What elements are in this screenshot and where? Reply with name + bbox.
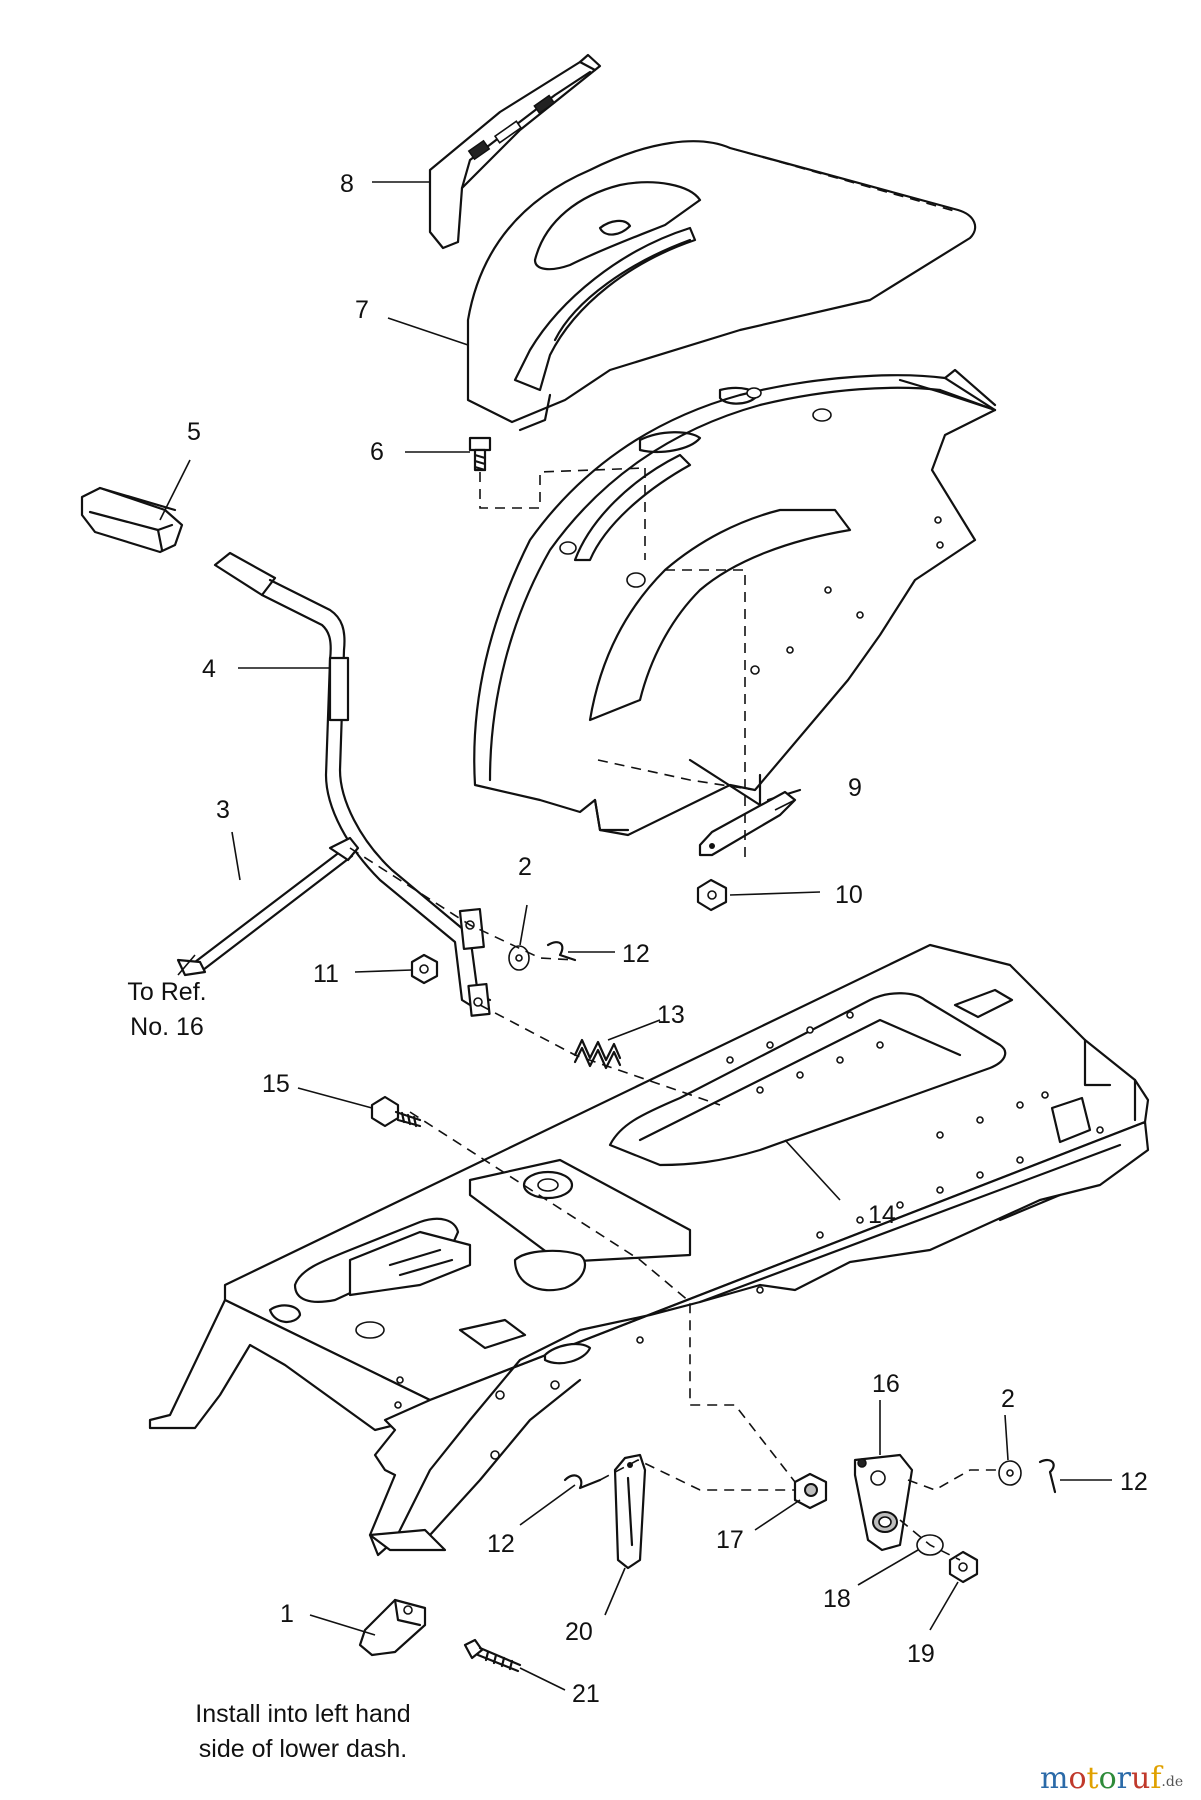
label-8: 8: [340, 170, 354, 198]
assembly-lines: [349, 467, 1000, 1561]
part-12-clip-top: [546, 941, 577, 962]
watermark-letter: u: [1131, 1761, 1150, 1796]
install-note-line1: Install into left hand: [195, 1700, 410, 1728]
label-9: 9: [848, 774, 862, 802]
part-9-bracket: [698, 790, 797, 857]
label-6: 6: [370, 438, 384, 466]
part-16-bracket: [853, 1453, 914, 1552]
label-4: 4: [202, 655, 216, 683]
label-12-left: 12: [487, 1530, 515, 1558]
part-5-knob: [80, 486, 184, 554]
label-1: 1: [280, 1600, 294, 1628]
label-19: 19: [907, 1640, 935, 1668]
label-10: 10: [835, 881, 863, 909]
watermark-letter: o: [1068, 1761, 1086, 1796]
main-frame: [148, 943, 1150, 1557]
label-11: 11: [313, 960, 339, 988]
label-13: 13: [657, 1001, 685, 1029]
watermark-letter: t: [1087, 1761, 1099, 1796]
label-12-top: 12: [622, 940, 650, 968]
watermark-logo: motoruf.de: [1040, 1761, 1183, 1796]
label-15: 15: [262, 1070, 290, 1098]
part-21-screw: [463, 1638, 522, 1673]
label-21: 21: [572, 1680, 600, 1708]
part-7-console-cover: [466, 140, 977, 432]
watermark-suffix: .de: [1161, 1774, 1183, 1790]
notes: To Ref. No. 16 Install into left hand si…: [127, 978, 410, 1763]
part-1-bracket: [358, 1598, 427, 1657]
ref-note-line2: No. 16: [130, 1013, 204, 1041]
label-20: 20: [565, 1618, 593, 1646]
part-12-clip-left: [563, 1474, 602, 1490]
part-labels: 8 7 6 5 4 3 2 12 11 9 10 13 15 14 16 2 1…: [187, 170, 1148, 1708]
part-15-bolt: [370, 1095, 422, 1128]
label-2-lower: 2: [1001, 1385, 1015, 1413]
watermark-letter: r: [1117, 1761, 1132, 1796]
part-13-spring: [573, 1038, 622, 1070]
leader-lines: [159, 181, 1112, 1691]
part-11-nut: [410, 953, 439, 985]
label-12-right: 12: [1120, 1468, 1148, 1496]
part-6-bolt: [468, 436, 492, 472]
ref-note-line1: To Ref.: [127, 978, 206, 1006]
label-3: 3: [216, 796, 230, 824]
label-5: 5: [187, 418, 201, 446]
watermark-letter: f: [1150, 1761, 1163, 1796]
label-14: 14: [868, 1201, 896, 1229]
part-12-clip-right: [1038, 1458, 1057, 1494]
dash-fender-body: [473, 368, 997, 837]
part-8-indicator-plate: [428, 53, 602, 250]
part-10-nut: [696, 878, 728, 912]
watermark-letter: m: [1040, 1761, 1068, 1796]
label-2-top: 2: [518, 853, 532, 881]
label-7: 7: [355, 296, 369, 324]
part-20-link: [613, 1453, 647, 1570]
part-4-lever: [213, 551, 492, 1017]
part-3-rod: [176, 836, 360, 977]
watermark-letter: o: [1099, 1761, 1117, 1796]
label-16: 16: [872, 1370, 900, 1398]
label-18: 18: [823, 1585, 851, 1613]
svg-text:motoruf.de: motoruf.de: [1040, 1761, 1183, 1796]
part-17-nut: [793, 1472, 828, 1510]
install-note-line2: side of lower dash.: [199, 1735, 407, 1763]
label-17: 17: [716, 1526, 744, 1554]
watermark-text: motoruf: [1040, 1761, 1163, 1796]
part-19-nut: [948, 1550, 979, 1584]
